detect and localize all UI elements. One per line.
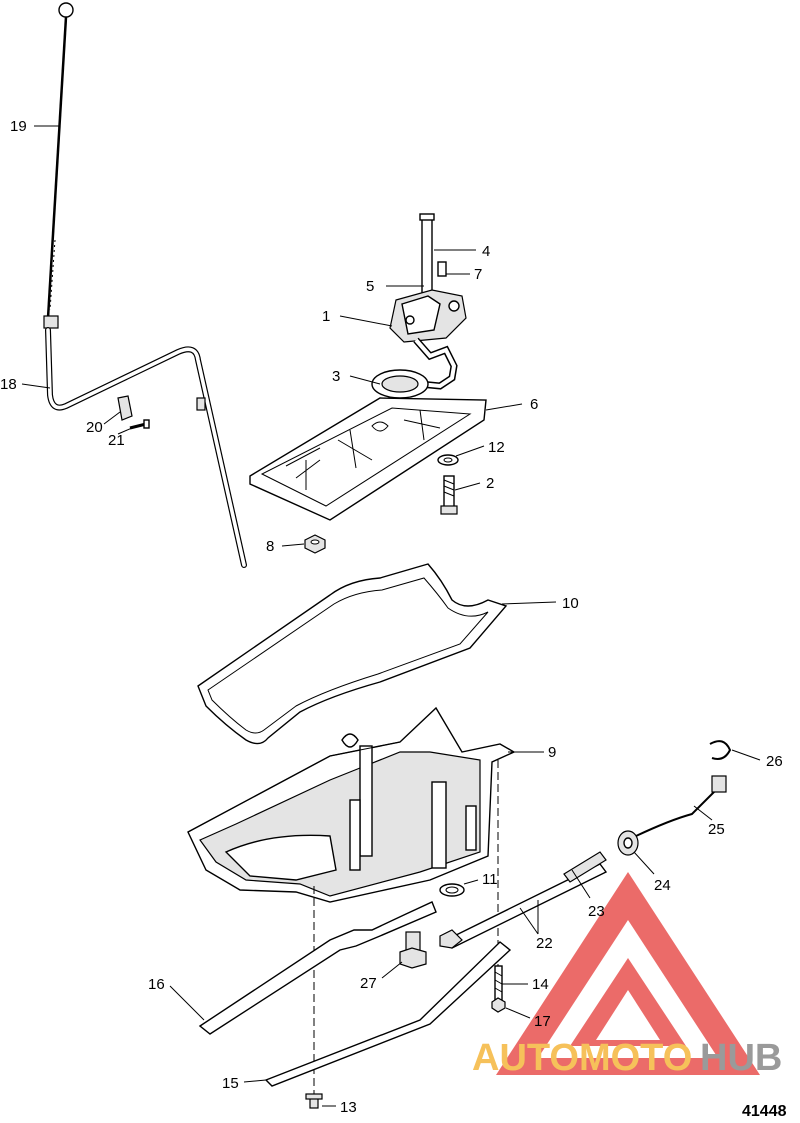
callout-2: 2: [486, 475, 494, 492]
watermark-logo-icon: [496, 872, 760, 1075]
watermark: AUTOMOTO HUB: [472, 1037, 782, 1079]
pan-stud: [494, 965, 503, 1001]
callout-11: 11: [482, 871, 498, 888]
callout-26: 26: [766, 753, 783, 770]
callout-9: 9: [548, 744, 556, 761]
harness-clip: [709, 740, 732, 760]
side-gasket-left: [198, 901, 437, 1035]
callout-5: 5: [366, 278, 374, 295]
sender-harness: [635, 775, 727, 837]
callout-27: 27: [360, 975, 377, 992]
callout-15: 15: [222, 1075, 239, 1092]
oil-pump: [389, 289, 467, 390]
callout-17: 17: [534, 1013, 551, 1030]
callout-6: 6: [530, 396, 538, 413]
watermark-text-primary: AUTOMOTO: [472, 1037, 692, 1079]
callout-21: 21: [108, 432, 125, 449]
nut: [304, 534, 326, 554]
pickup-screen: [371, 369, 429, 399]
callout-12: 12: [488, 439, 505, 456]
pan-bolt: [305, 1093, 323, 1109]
oil-pan: [187, 706, 516, 903]
callout-19: 19: [10, 118, 27, 135]
washer: [437, 454, 459, 466]
callout-25: 25: [708, 821, 725, 838]
shaft-retainer: [437, 261, 447, 277]
dipstick: [46, 2, 74, 319]
windage-tray: [249, 397, 487, 521]
callout-23: 23: [588, 903, 605, 920]
callout-24: 24: [654, 877, 671, 894]
oil-sender: [617, 830, 639, 856]
pan-stud-nut: [491, 997, 506, 1013]
figure-number: 41448: [742, 1103, 787, 1120]
callouts: 1 2 3 4 5 6 7 8 9 10 11 12 13: [0, 118, 783, 1116]
callout-22: 22: [536, 935, 553, 952]
callout-8: 8: [266, 538, 274, 555]
watermark-text-secondary: HUB: [700, 1037, 782, 1079]
callout-7: 7: [474, 266, 482, 283]
callout-10: 10: [562, 595, 579, 612]
stud: [440, 475, 458, 515]
callout-14: 14: [532, 976, 549, 993]
callout-4: 4: [482, 243, 490, 260]
drain-plug-washer: [439, 883, 465, 897]
callout-18: 18: [0, 376, 17, 393]
drain-plug: [399, 931, 427, 969]
callout-13: 13: [340, 1099, 357, 1116]
side-gasket-right: [264, 941, 512, 1087]
oil-pan-gasket: [197, 563, 508, 745]
callout-16: 16: [148, 976, 165, 993]
pump-drive-shaft: [419, 213, 435, 297]
tube-clip: [117, 395, 133, 421]
oil-line-tube: [439, 863, 608, 949]
dipstick-tube: [43, 315, 247, 568]
callout-20: 20: [86, 419, 103, 436]
callout-1: 1: [322, 308, 330, 325]
callout-3: 3: [332, 368, 340, 385]
clip-bolt: [129, 419, 150, 430]
